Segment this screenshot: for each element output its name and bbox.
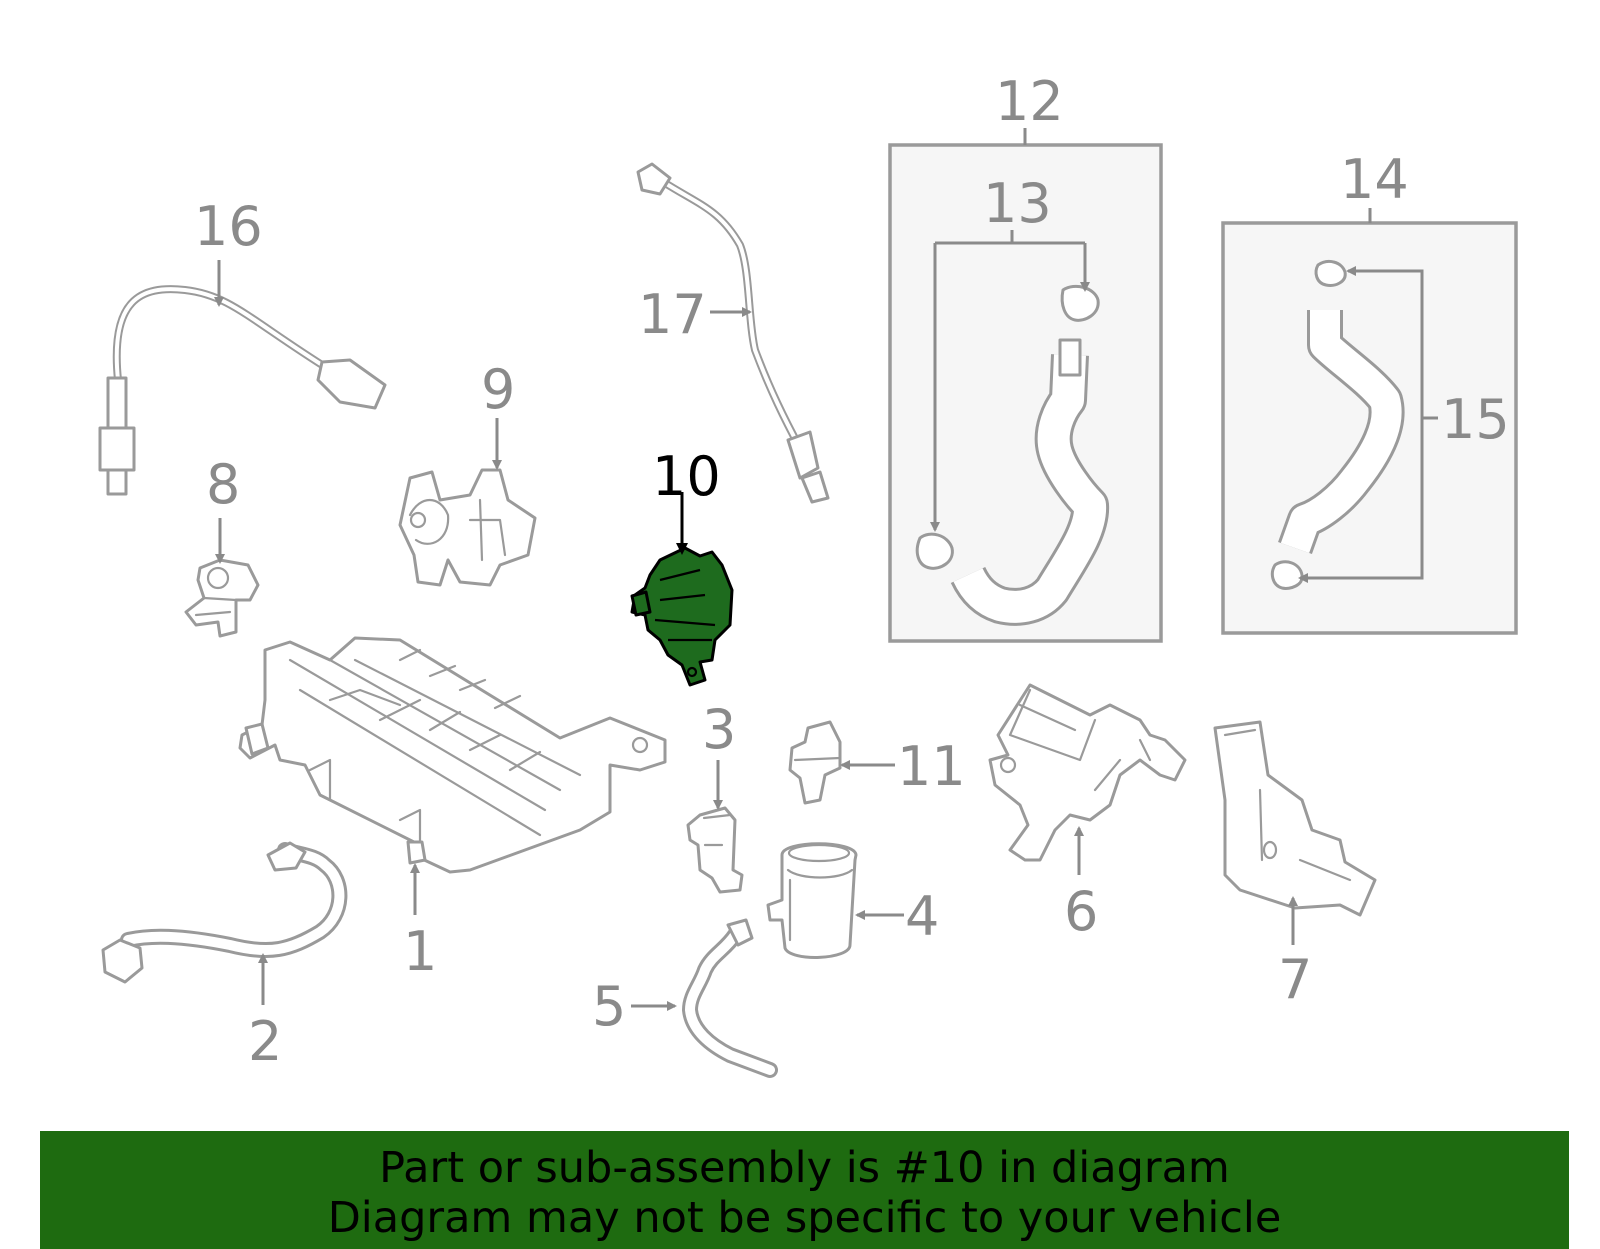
info-banner: Part or sub-assembly is #10 in diagram D… [40,1131,1569,1249]
callout-14: 14 [1340,148,1409,211]
part-6-valve[interactable] [988,683,1187,862]
part-9-valve[interactable] [398,468,537,587]
callout-2: 2 [248,1010,282,1073]
part-1-canister[interactable] [238,636,667,874]
callout-7: 7 [1278,948,1312,1011]
banner-line-2: Diagram may not be specific to your vehi… [327,1193,1282,1243]
callout-3: 3 [702,698,736,761]
part-10-highlighted[interactable] [630,546,734,687]
part-2-hose[interactable] [101,841,348,984]
banner-line-1: Part or sub-assembly is #10 in diagram [379,1143,1230,1193]
callout-11: 11 [897,735,966,798]
leaders [214,128,1438,1011]
callout-13: 13 [983,172,1052,235]
part-15-hose-clamps[interactable] [1270,260,1405,590]
part-8-bracket[interactable] [184,558,260,638]
part-7-bracket[interactable] [1213,720,1377,917]
part-5-tube[interactable] [681,918,778,1078]
part-13-hose-clamps[interactable] [915,284,1110,626]
part-17-oxygen-sensor[interactable] [636,162,830,504]
callout-6: 6 [1064,880,1098,943]
callouts: 16 17 9 8 10 3 11 4 5 1 2 6 7 12 13 14 1… [194,70,1510,1073]
callout-16: 16 [194,195,263,258]
callout-8: 8 [206,453,240,516]
callout-12: 12 [995,70,1064,133]
callout-10: 10 [652,445,721,508]
part-4-filter[interactable] [766,842,858,959]
callout-4: 4 [905,885,939,948]
callout-5: 5 [592,975,626,1038]
callout-17: 17 [638,283,707,346]
callout-15: 15 [1441,388,1510,451]
part-11-fitting[interactable] [788,720,842,805]
part-3-fitting[interactable] [686,806,744,894]
callout-9: 9 [481,358,515,421]
part-16-oxygen-sensor[interactable] [98,285,387,496]
callout-1: 1 [403,920,437,983]
